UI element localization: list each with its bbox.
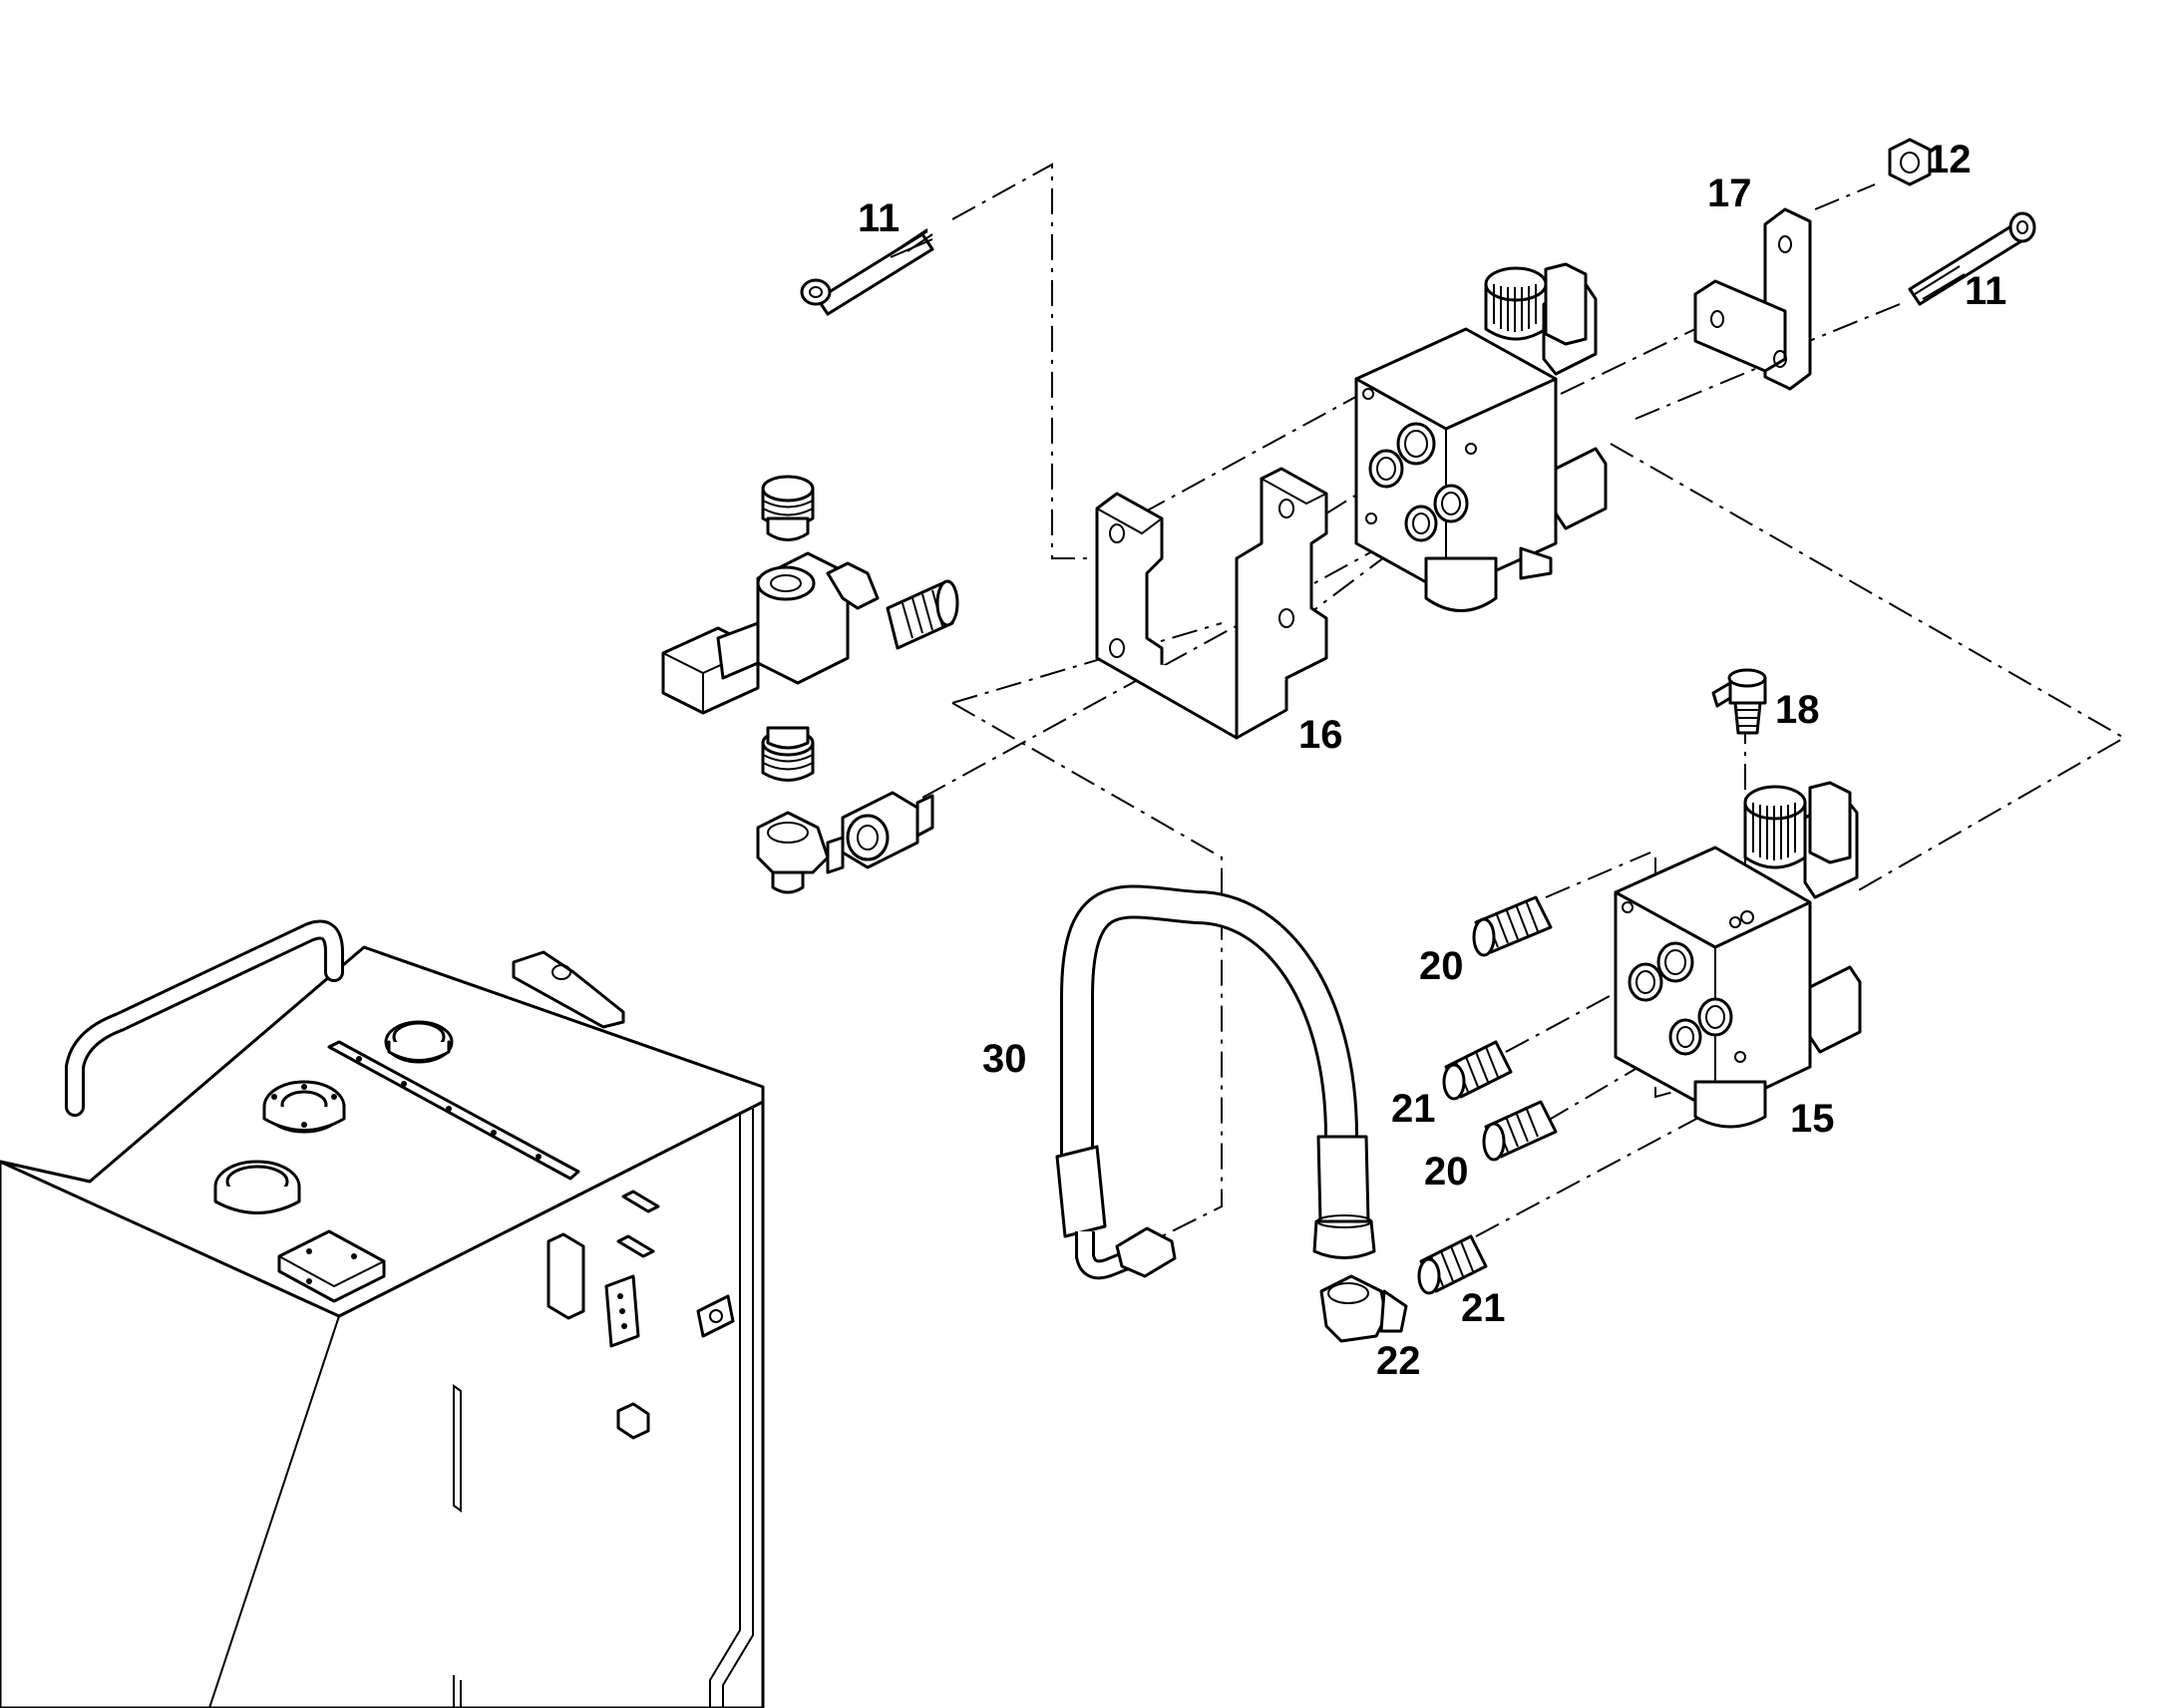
callout-16: 16 xyxy=(1298,713,1343,757)
callout-30: 30 xyxy=(982,1037,1027,1081)
callout-17: 17 xyxy=(1707,171,1752,215)
cross-fitting-assembly xyxy=(661,475,959,894)
callout-18: 18 xyxy=(1775,688,1820,732)
nut-part-12 xyxy=(1888,138,1932,186)
elbow-fitting xyxy=(756,811,845,894)
tank-filler-cap-1 xyxy=(384,1020,454,1064)
callout-20-upper: 20 xyxy=(1419,944,1464,988)
tank-filler-cap-2 xyxy=(213,1160,301,1214)
callout-11-left: 11 xyxy=(858,196,900,240)
tank-handle xyxy=(65,919,344,1117)
hydraulic-tank xyxy=(0,919,765,1708)
callout-12: 12 xyxy=(1927,138,1972,181)
valve-block-upper xyxy=(1354,262,1608,612)
bolt-part-11-left xyxy=(800,228,934,316)
callout-11-right: 11 xyxy=(1965,269,2006,313)
fitting-part-20-upper xyxy=(1472,895,1553,957)
callout-21-lower: 21 xyxy=(1461,1286,1506,1330)
hose-part-30 xyxy=(1055,884,1376,1280)
callout-labels: 11 12 17 11 16 18 30 20 21 20 15 21 22 xyxy=(858,138,2006,1383)
bracket-part-16 xyxy=(1095,467,1328,740)
callout-20-lower: 20 xyxy=(1424,1150,1469,1194)
bracket-part-17 xyxy=(1693,207,1812,391)
tank-flange-ring xyxy=(262,1080,346,1134)
plug-part-18 xyxy=(1711,668,1767,735)
callout-15: 15 xyxy=(1790,1097,1835,1141)
elbow-part-22 xyxy=(1319,1274,1408,1343)
adapter-fitting-bottom xyxy=(761,726,815,782)
callout-22: 22 xyxy=(1376,1339,1421,1383)
bolt-part-11-right xyxy=(1908,211,2036,306)
callout-21-upper: 21 xyxy=(1391,1087,1436,1131)
valve-block-part-15 xyxy=(1614,781,1862,1129)
fitting-part-21-lower xyxy=(1417,1234,1488,1295)
fitting-part-21-upper xyxy=(1442,1040,1513,1101)
fitting-part-20-lower xyxy=(1482,1100,1558,1162)
adapter-fitting-right xyxy=(886,579,959,650)
adapter-fitting-top xyxy=(761,475,815,541)
union-fitting xyxy=(841,791,934,869)
